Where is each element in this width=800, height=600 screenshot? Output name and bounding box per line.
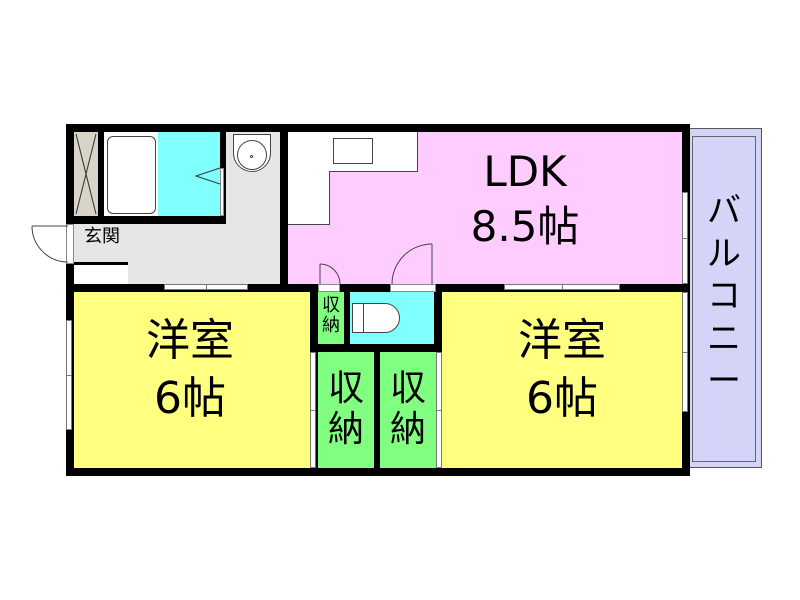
kitchen-counter-leg — [288, 171, 330, 225]
closet-x-icon — [75, 133, 97, 215]
storage-small-door — [318, 284, 340, 292]
ldk-size: 8.5帖 — [470, 202, 580, 251]
bedroom-right-window-top[interactable] — [504, 284, 620, 290]
western-room-left — [74, 292, 310, 468]
bathroom-door — [220, 168, 224, 216]
bathtub-icon — [107, 136, 156, 214]
western-room-right — [442, 292, 682, 468]
storage-right — [380, 352, 436, 468]
toilet-tank — [352, 303, 364, 333]
entrance-door-swing-icon — [31, 225, 69, 263]
storage-left — [318, 352, 374, 468]
toilet-door — [390, 284, 436, 292]
ldk-door-swing-icon — [391, 243, 433, 285]
balcony-inner-line — [692, 136, 756, 462]
ldk-balcony-window[interactable] — [682, 192, 688, 284]
bedroom-right-balcony-window[interactable] — [682, 292, 688, 412]
bedroom-left-window[interactable] — [66, 320, 72, 430]
storage-left-label: 収 納 — [327, 368, 364, 451]
storage-small-label: 収 納 — [322, 295, 340, 336]
storage-right-label: 収 納 — [389, 368, 426, 451]
bathroom — [158, 132, 220, 216]
drain — [250, 155, 253, 158]
door-swing-icon — [194, 167, 221, 185]
western-left-size: 6帖 — [154, 373, 226, 424]
hall-window[interactable] — [164, 284, 248, 290]
hall-lower — [128, 224, 280, 284]
kitchen-sink-icon — [333, 138, 373, 164]
storage-small — [318, 292, 344, 344]
entrance — [74, 224, 128, 262]
western-right-name: 洋室 — [518, 315, 606, 366]
western-right-size: 6帖 — [526, 373, 598, 424]
balcony — [688, 128, 762, 468]
bedroom-left-closet-window[interactable] — [310, 352, 316, 468]
entrance-label: 玄関 — [84, 226, 120, 247]
shoe-box — [74, 264, 128, 284]
balcony-label: バ ル コ ニ ー — [707, 191, 741, 401]
entrance-door — [66, 224, 74, 264]
storage-door-swing-icon — [319, 263, 341, 285]
toilet-icon — [352, 303, 400, 333]
western-left-name: 洋室 — [146, 315, 234, 366]
ldk-name: LDK — [483, 147, 567, 196]
bedroom-right-closet-window[interactable] — [436, 352, 442, 468]
